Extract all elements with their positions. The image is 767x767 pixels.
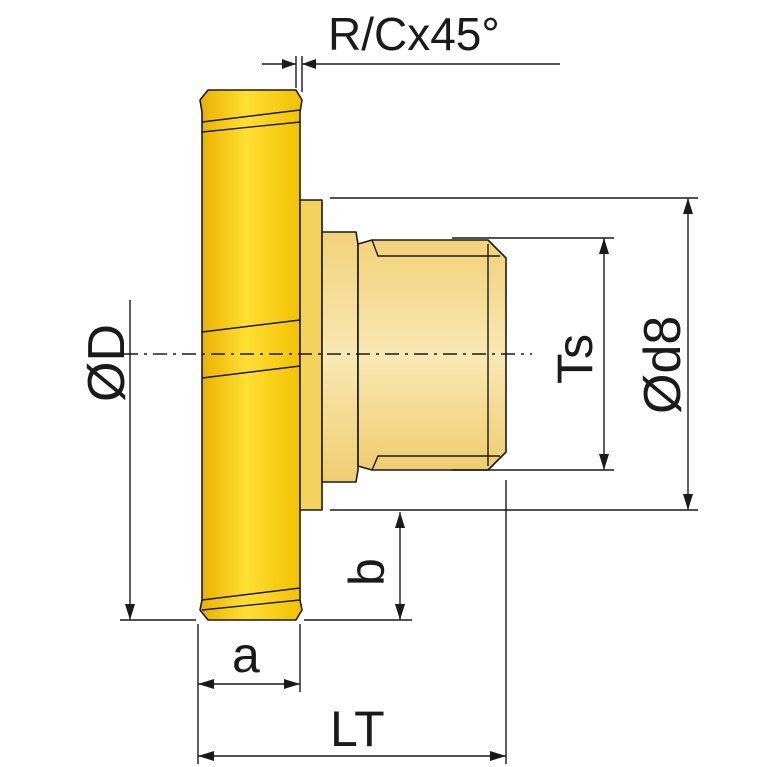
flute-groove-top	[201, 109, 301, 123]
outer-diameter-label: ØD	[78, 324, 136, 402]
arrowhead	[284, 679, 300, 689]
arrowhead	[198, 679, 214, 689]
arrowhead	[395, 512, 405, 528]
cutter-disc	[199, 89, 303, 621]
overall-length-label: LT	[330, 701, 385, 757]
threaded-shank	[357, 239, 507, 471]
disc-body	[199, 89, 303, 621]
outer-diameter-dimension: ØD	[78, 300, 196, 621]
flute-groove-mid-2	[201, 365, 301, 379]
thread-dimension: Ts	[452, 237, 614, 471]
flute-groove-bottom-2	[201, 599, 301, 611]
a-label: a	[232, 627, 260, 683]
arrowhead	[683, 494, 693, 510]
arrowhead	[125, 604, 135, 620]
shank-diameter-dimension: Ød8	[330, 197, 698, 511]
thread-label: Ts	[547, 334, 603, 384]
chamfer-dimension: R/Cx45°	[262, 8, 560, 92]
arrowhead	[198, 751, 214, 761]
arrowhead	[395, 604, 405, 620]
chamfer-label: R/Cx45°	[328, 8, 500, 60]
arrowhead	[599, 238, 609, 254]
arrowhead	[599, 454, 609, 470]
arrowhead	[302, 59, 316, 69]
overall-length-dimension: LT	[198, 480, 507, 764]
arrowhead	[282, 59, 296, 69]
shank-thread-edge-bottom	[371, 455, 500, 471]
b-label: b	[339, 558, 395, 586]
flute-groove-bottom	[201, 587, 301, 601]
shoulder	[299, 199, 323, 511]
arrowhead	[683, 198, 693, 214]
shank-thread-edge-top	[371, 239, 500, 257]
a-dimension: a	[197, 624, 301, 764]
flute-groove-top-2	[201, 121, 301, 133]
shank-diameter-label: Ød8	[634, 316, 692, 414]
arrowhead	[490, 751, 506, 761]
b-dimension: b	[304, 512, 412, 621]
flute-groove-mid	[201, 319, 301, 333]
shank-step	[321, 231, 359, 483]
